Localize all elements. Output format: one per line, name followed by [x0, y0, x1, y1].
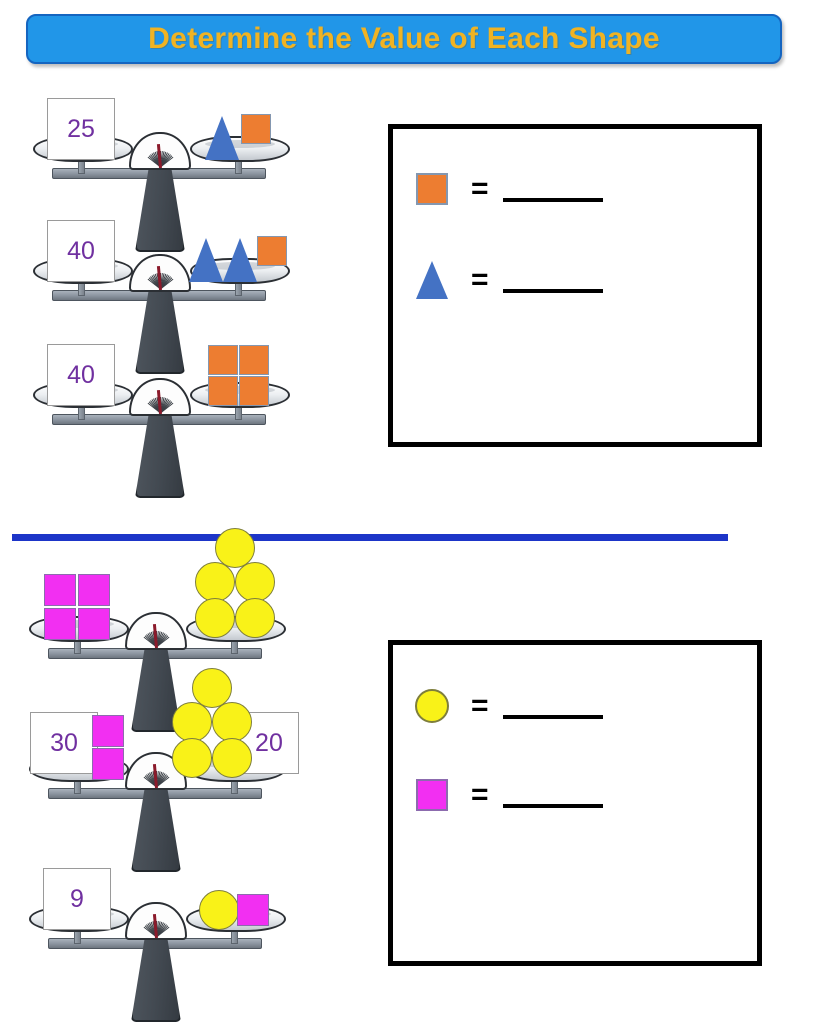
scale-pan-left — [33, 258, 133, 284]
answer-row: = — [415, 261, 603, 299]
scale-dial-icon — [129, 132, 191, 170]
balance-scale-6: 9 — [24, 866, 286, 1022]
blue-triangle-icon — [416, 261, 448, 299]
scale-pan-left — [29, 616, 129, 642]
magenta-square-shape — [92, 715, 124, 747]
scale-pan-left — [29, 906, 129, 932]
yellow-circle-shape — [235, 562, 275, 602]
scale-pan-left — [33, 382, 133, 408]
answer-box-section-2: = = — [388, 640, 762, 966]
section-divider — [12, 534, 728, 541]
scale-pan-right — [190, 136, 290, 162]
scale-dial-icon — [125, 902, 187, 940]
balance-scale-4 — [24, 528, 286, 732]
scale-pan-right — [186, 616, 286, 642]
magenta-square-icon — [416, 779, 448, 811]
equals-sign: = — [471, 172, 489, 205]
magenta-square-shape — [44, 574, 76, 606]
answer-row: = — [415, 173, 603, 205]
scale-dial-icon — [129, 378, 191, 416]
scale-pan-right — [190, 382, 290, 408]
answer-blank-blue-triangle[interactable] — [502, 289, 603, 293]
orange-square-icon — [416, 173, 448, 205]
scale-dial-icon — [125, 752, 187, 790]
balance-scale-3: 40 — [28, 342, 290, 498]
scale-pan-right — [186, 906, 286, 932]
scale-dial-icon — [125, 612, 187, 650]
answer-blank-yellow-circle[interactable] — [502, 715, 603, 719]
answer-box-section-1: = = — [388, 124, 762, 447]
answer-blank-magenta-square[interactable] — [502, 804, 603, 808]
answer-key-icon — [415, 689, 449, 723]
answer-blank-orange-square[interactable] — [502, 198, 603, 202]
equals-sign: = — [471, 263, 489, 296]
orange-square-shape — [207, 345, 238, 375]
scale-pan-right — [190, 258, 290, 284]
equals-sign: = — [471, 778, 489, 811]
answer-key-icon — [415, 173, 449, 205]
answer-key-icon — [415, 779, 449, 811]
yellow-circle-icon — [415, 689, 449, 723]
scale-pan-right — [186, 756, 286, 782]
answer-key-icon — [415, 261, 449, 299]
scale-pan-left — [29, 756, 129, 782]
balance-scale-5: 30 20 — [24, 668, 299, 872]
page-title: Determine the Value of Each Shape — [148, 22, 660, 55]
orange-square-shape — [238, 345, 269, 375]
magenta-square-shape — [78, 574, 110, 606]
title-banner: Determine the Value of Each Shape — [26, 14, 782, 64]
answer-row: = — [415, 779, 603, 811]
scale-pan-left — [33, 136, 133, 162]
equals-sign: = — [471, 689, 489, 722]
scale-dial-icon — [129, 254, 191, 292]
answer-row: = — [415, 689, 603, 723]
yellow-circle-shape — [195, 562, 235, 602]
